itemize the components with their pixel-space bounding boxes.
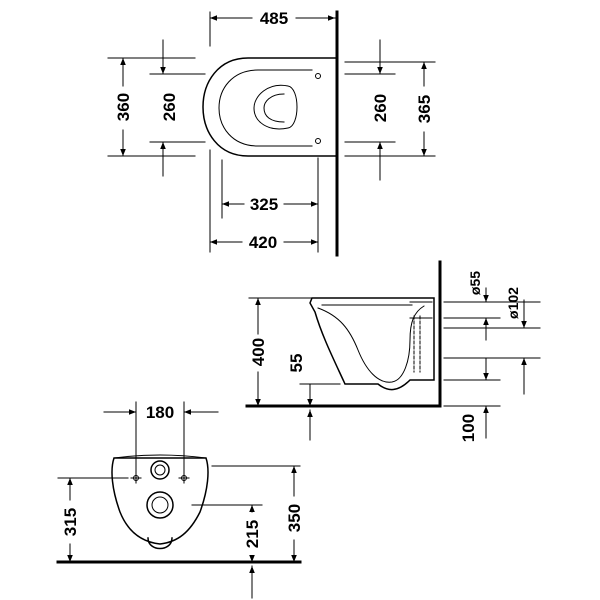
top-fixing-hole-icon xyxy=(315,138,321,144)
dim-bowl-depth-label: 325 xyxy=(250,195,278,214)
top-bowl-drain xyxy=(263,93,285,123)
front-outlet-icon xyxy=(146,491,174,519)
front-rim-line xyxy=(113,454,207,459)
front-foot-outline xyxy=(147,537,173,550)
dim-seat-left-label: 260 xyxy=(160,93,179,121)
dim-pipe-102-label: ø102 xyxy=(505,287,521,319)
dim-body-depth-label: 420 xyxy=(249,233,277,252)
dim-rim-height-right-label: 350 xyxy=(285,504,304,532)
side-view: 400 55 ø55 ø102 100 xyxy=(245,260,541,442)
front-view: 180 315 215 350 xyxy=(56,401,304,599)
front-inlet-icon xyxy=(150,460,170,480)
front-right-bolt-icon xyxy=(178,472,190,484)
top-fixing-hole-icon xyxy=(315,73,321,79)
side-inlet-line xyxy=(409,301,433,319)
dim-bolt-height-label: 215 xyxy=(243,520,262,548)
dim-seat-right-label: 260 xyxy=(371,94,390,122)
top-seat-opening xyxy=(218,69,313,147)
dim-pipe-55-label: ø55 xyxy=(467,271,483,295)
top-bowl-well xyxy=(253,84,298,130)
front-bowl-outline xyxy=(111,457,209,545)
side-bowl-outline xyxy=(309,297,435,391)
dim-floor-gap-label: 100 xyxy=(459,414,478,442)
front-inlet-inner-icon xyxy=(154,464,166,476)
side-outlet-hidden-line xyxy=(413,315,421,373)
dim-height-label: 400 xyxy=(249,338,268,366)
top-view: 485 360 260 260 365 325 420 xyxy=(107,9,436,257)
side-bowl-trap xyxy=(317,305,425,383)
front-outlet-inner-icon xyxy=(151,496,169,514)
dim-depth-label: 485 xyxy=(260,9,288,28)
dim-bolt-spacing-label: 180 xyxy=(146,403,174,422)
dim-rim-height-left-label: 315 xyxy=(61,508,80,536)
dim-width-left-label: 360 xyxy=(114,93,133,121)
dim-outlet-height-label: 55 xyxy=(287,354,306,373)
top-bowl-outline xyxy=(202,57,336,157)
dim-width-right-label: 365 xyxy=(415,95,434,123)
front-left-bolt-icon xyxy=(130,472,142,484)
